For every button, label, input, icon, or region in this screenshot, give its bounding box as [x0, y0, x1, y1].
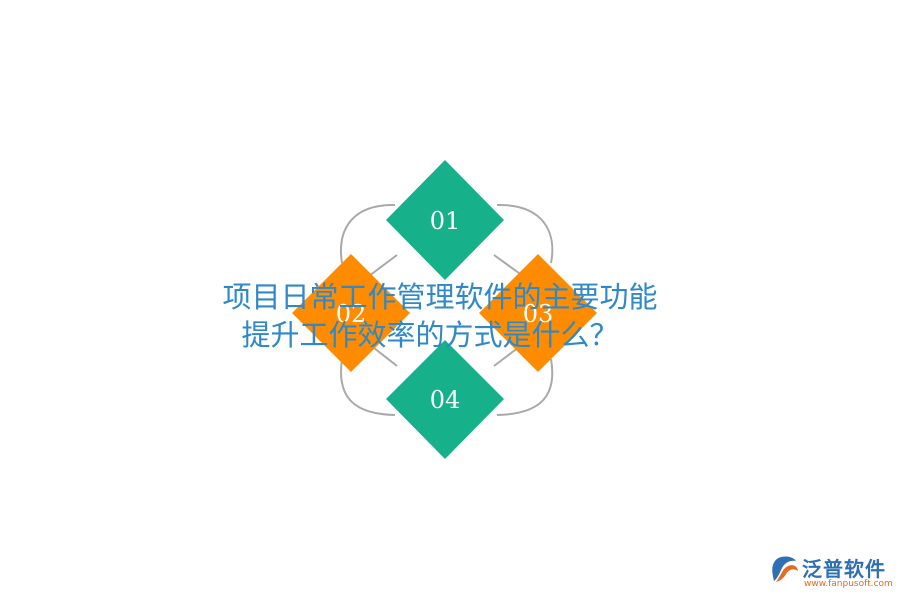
- node-label-03: 03: [523, 300, 554, 328]
- fanpu-logo-icon: [772, 556, 798, 582]
- diamond-node-03: 03: [479, 254, 597, 372]
- node-label-04: 04: [430, 386, 461, 414]
- connector-inner-right-top: [493, 254, 524, 277]
- diamond-shape-04: [386, 340, 504, 459]
- node-label-01: 01: [430, 207, 461, 235]
- title-line-2: 提升工作效率的方式是什么？: [241, 318, 619, 352]
- diamond-node-02: 02: [292, 254, 410, 372]
- connector-bottom-right: [496, 358, 554, 416]
- diamond-shape-02: [292, 254, 410, 372]
- logo-name: 泛普软件: [802, 557, 886, 581]
- logo-url: www.fanpusoft.com: [804, 579, 893, 589]
- diamond-shape-01: [386, 160, 504, 280]
- diamond-shape-03: [479, 254, 597, 372]
- node-label-02: 02: [336, 300, 367, 328]
- diamond-node-04: 04: [386, 340, 504, 459]
- connector-inner-left-top: [368, 254, 398, 277]
- diamond-node-01: 01: [386, 160, 504, 280]
- brand-logo: 泛普软件 www.fanpusoft.com: [770, 552, 893, 594]
- connector-top-left: [340, 203, 396, 264]
- title-line-1: 项目日常工作管理软件的主要功能: [222, 280, 658, 314]
- connector-bottom-left: [340, 358, 396, 416]
- connector-top-right: [496, 203, 554, 264]
